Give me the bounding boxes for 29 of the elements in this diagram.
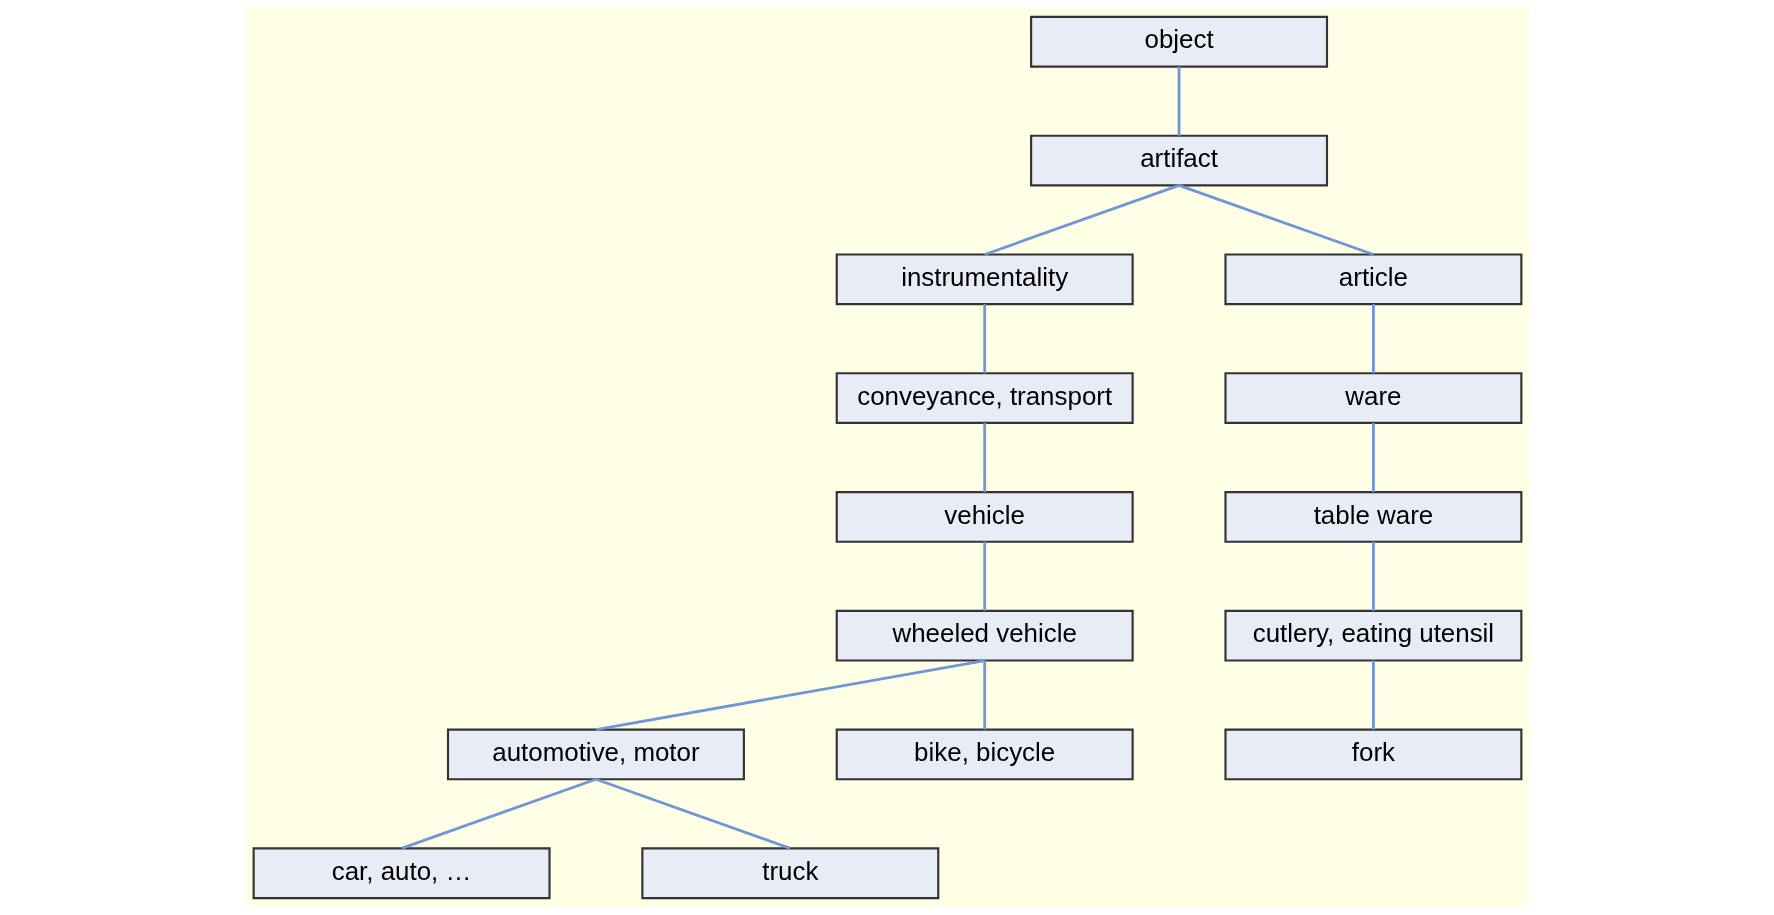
connector <box>982 541 986 611</box>
node-box: car, auto, … <box>252 847 551 900</box>
connector <box>1371 660 1375 730</box>
connector <box>1178 184 1374 256</box>
node-box: vehicle <box>835 490 1134 543</box>
connector <box>982 304 986 374</box>
connector <box>1371 304 1375 374</box>
node-box: article <box>1223 253 1522 306</box>
connector <box>1371 541 1375 611</box>
connector <box>1177 66 1180 136</box>
node-box: ware <box>1223 372 1522 425</box>
connector <box>982 422 986 493</box>
node-box: automotive, motor <box>446 728 745 781</box>
node-box: conveyance, transport <box>835 372 1134 425</box>
connector <box>982 660 986 730</box>
node-box: instrumentality <box>835 253 1134 306</box>
connector <box>400 777 596 850</box>
node-box: table ware <box>1223 490 1522 543</box>
node-box: wheeled vehicle <box>835 609 1134 662</box>
node-box: object <box>1029 15 1328 68</box>
connector <box>983 184 1180 256</box>
node-box: fork <box>1223 728 1522 781</box>
node-box: cutlery, eating utensil <box>1223 609 1522 662</box>
connector <box>595 659 985 731</box>
connector <box>1371 422 1375 493</box>
connector <box>594 777 791 850</box>
node-box: bike, bicycle <box>835 728 1134 781</box>
node-box: artifact <box>1029 134 1328 187</box>
node-box: truck <box>640 847 939 900</box>
